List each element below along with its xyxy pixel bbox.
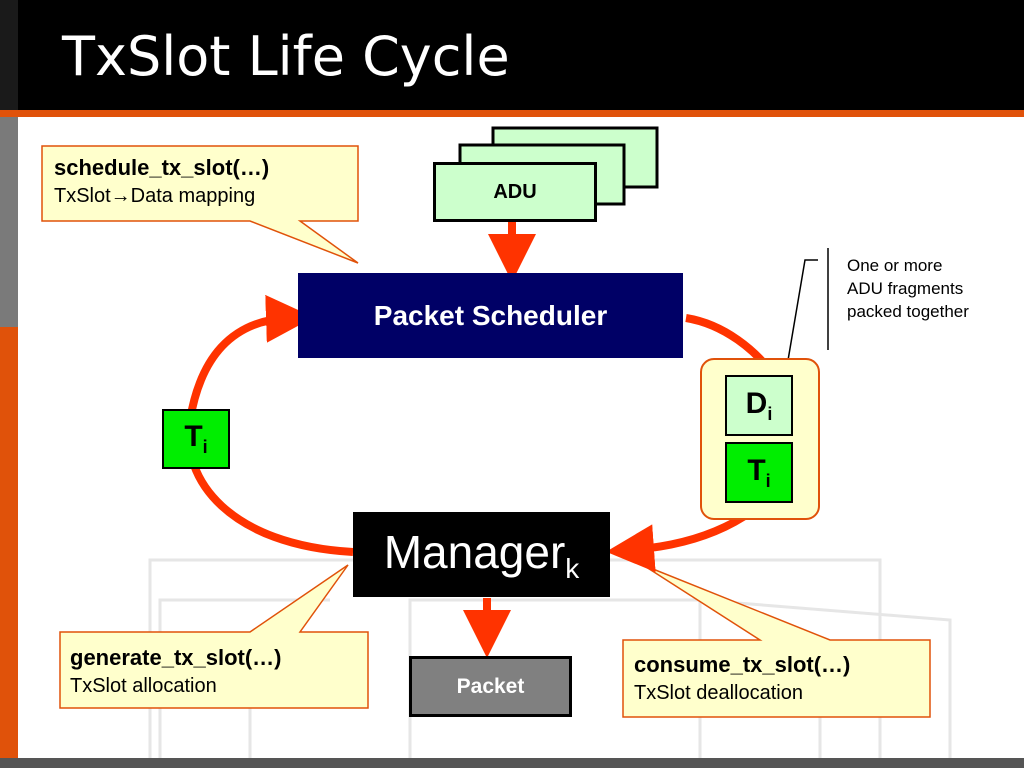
packet-scheduler-label: Packet Scheduler (373, 299, 608, 331)
ti-right-label: Ti (747, 453, 771, 491)
packet-box: Packet (409, 656, 572, 717)
manager-label: Managerk (383, 525, 580, 584)
consume-description: TxSlot deallocation (634, 681, 803, 704)
ti-left-label: Ti (184, 420, 208, 457)
note-pointer-line (784, 259, 818, 379)
generate-description: TxSlot allocation (70, 674, 217, 697)
generate-callout (59, 564, 369, 709)
note-line-3: packed together (847, 301, 969, 321)
schedule-callout-text: schedule_tx_slot(…) TxSlot→Data mapping (54, 154, 269, 209)
generate-function-name: generate_tx_slot(…) (70, 645, 282, 670)
generate-callout-text: generate_tx_slot(…) TxSlot allocation (70, 644, 282, 699)
note-line-2: ADU fragments (847, 278, 964, 298)
consume-callout (622, 564, 931, 718)
fragment-note: One or more ADU fragments packed togethe… (847, 255, 969, 324)
left-accent-strip-orange (0, 327, 18, 768)
consume-function-name: consume_tx_slot(…) (634, 652, 851, 677)
left-accent-strip-gray (0, 117, 18, 327)
di-label: Di (745, 386, 773, 424)
di-box: Di (725, 375, 793, 436)
ti-left-box: Ti (162, 409, 230, 469)
left-accent-strip-dark (0, 0, 18, 110)
slide-title: TxSlot Life Cycle (62, 25, 510, 88)
packet-label: Packet (456, 674, 525, 698)
consume-callout-text: consume_tx_slot(…) TxSlot deallocation (634, 651, 850, 706)
schedule-description: TxSlot→Data mapping (54, 184, 256, 207)
schedule-function-name: schedule_tx_slot(…) (54, 155, 270, 180)
ti-right-box: Ti (725, 442, 793, 503)
note-line-1: One or more (847, 256, 943, 275)
adu-card-front: ADU (433, 162, 597, 222)
bottom-border (0, 758, 1024, 768)
title-bar (0, 0, 1024, 110)
adu-label: ADU (493, 180, 537, 203)
manager-subscript: k (565, 552, 580, 584)
schedule-callout (41, 145, 359, 264)
title-underline (0, 110, 1024, 117)
packet-scheduler-box: Packet Scheduler (298, 273, 683, 358)
manager-box: Managerk (353, 512, 610, 597)
